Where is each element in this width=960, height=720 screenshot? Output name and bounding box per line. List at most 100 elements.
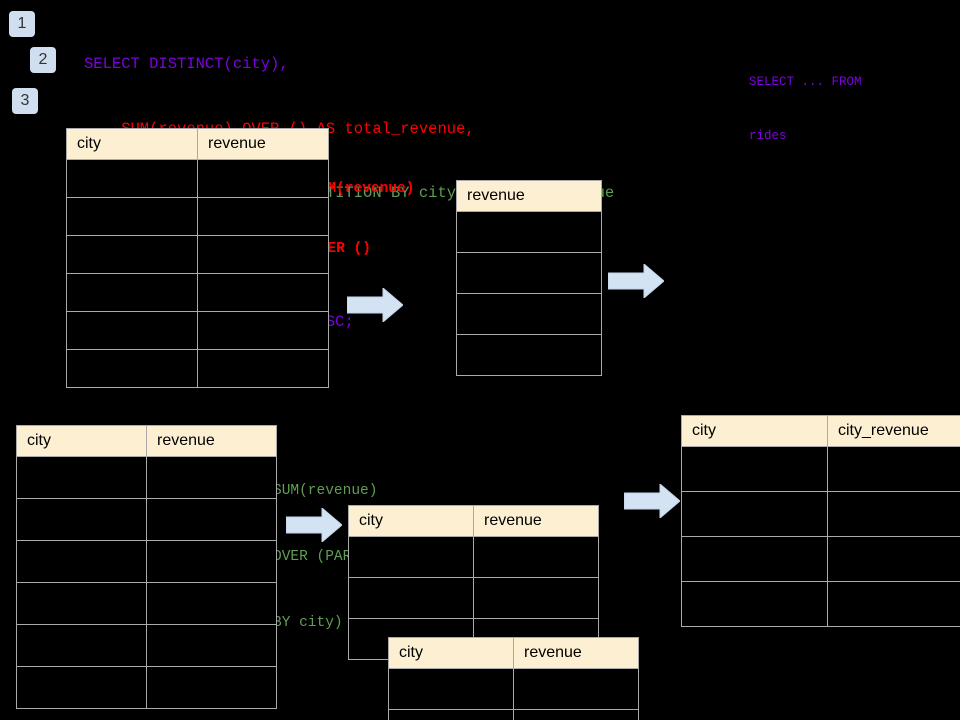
cell-city bbox=[66, 349, 198, 388]
arrow-total-revenue-to-result bbox=[608, 264, 664, 298]
table-row bbox=[681, 491, 960, 537]
cell-revenue bbox=[146, 456, 277, 499]
column-header-city: city bbox=[348, 505, 474, 537]
cell-revenue bbox=[146, 540, 277, 583]
cell-city bbox=[66, 235, 198, 274]
cell-city bbox=[16, 540, 147, 583]
table-row bbox=[388, 668, 639, 710]
arrow-right-icon bbox=[624, 484, 680, 518]
cell-revenue bbox=[456, 211, 602, 253]
column-header-city: city bbox=[388, 637, 514, 669]
annotation-sum-over-empty-line1: SUM(revenue) bbox=[310, 181, 415, 197]
column-header-revenue: revenue bbox=[146, 425, 277, 457]
cell-city bbox=[66, 159, 198, 198]
table-row bbox=[66, 273, 329, 312]
cell-revenue bbox=[197, 311, 329, 350]
cell-city bbox=[348, 577, 474, 619]
rides-source-table-bottom: city revenue bbox=[16, 425, 277, 709]
cell-city-revenue bbox=[827, 446, 960, 492]
table-header-row: city revenue bbox=[388, 637, 639, 669]
table-row bbox=[16, 666, 277, 709]
arrow-partition-to-result bbox=[624, 484, 680, 518]
cell-city bbox=[681, 536, 828, 582]
cell-revenue bbox=[197, 197, 329, 236]
cell-revenue bbox=[197, 235, 329, 274]
arrow-right-icon bbox=[347, 288, 403, 322]
table-row bbox=[66, 311, 329, 350]
table-row bbox=[66, 159, 329, 198]
partition-group-table-front: city revenue bbox=[388, 637, 639, 720]
table-row bbox=[66, 197, 329, 236]
annotation-select-from-rides-line1: SELECT ... FROM bbox=[749, 75, 862, 89]
column-header-revenue: revenue bbox=[473, 505, 599, 537]
cell-revenue bbox=[473, 577, 599, 619]
table-row bbox=[388, 709, 639, 720]
table-row bbox=[16, 540, 277, 583]
cell-revenue bbox=[146, 624, 277, 667]
table-row bbox=[348, 577, 599, 619]
arrow-right-icon bbox=[286, 508, 342, 542]
step-badge-3: 3 bbox=[12, 88, 38, 114]
step-badge-3-label: 3 bbox=[20, 92, 30, 109]
cell-revenue bbox=[197, 273, 329, 312]
cell-city bbox=[16, 624, 147, 667]
column-header-revenue: revenue bbox=[456, 180, 602, 212]
step-badge-2: 2 bbox=[30, 47, 56, 73]
arrow-rides-to-total-revenue bbox=[347, 288, 403, 322]
table-row bbox=[456, 334, 602, 376]
column-header-city: city bbox=[681, 415, 828, 447]
table-row bbox=[66, 349, 329, 388]
table-header-row: city revenue bbox=[66, 128, 329, 160]
cell-city bbox=[388, 709, 514, 720]
cell-city-revenue bbox=[827, 536, 960, 582]
table-header-row: city revenue bbox=[16, 425, 277, 457]
table-row bbox=[456, 293, 602, 335]
cell-revenue bbox=[456, 293, 602, 335]
table-header-row: city revenue bbox=[348, 505, 599, 537]
table-row bbox=[456, 211, 602, 253]
column-header-city-revenue: city_revenue bbox=[827, 415, 960, 447]
sql-line-select: SELECT DISTINCT(city), bbox=[84, 55, 289, 73]
step-badge-1-label: 1 bbox=[17, 15, 27, 32]
arrow-rides-to-partition bbox=[286, 508, 342, 542]
rides-source-table-top: city revenue bbox=[66, 128, 329, 388]
cell-city-revenue bbox=[827, 491, 960, 537]
cell-city bbox=[66, 197, 198, 236]
table-row bbox=[16, 624, 277, 667]
cell-revenue bbox=[513, 668, 639, 710]
annotation-sum-over-partition: SUM(revenue) OVER (PARTITION BY city) bbox=[273, 436, 404, 678]
cell-city bbox=[681, 491, 828, 537]
table-row bbox=[348, 536, 599, 578]
annotation-sum-over-partition-line1: SUM(revenue) bbox=[273, 483, 378, 499]
cell-revenue bbox=[146, 498, 277, 541]
column-header-city: city bbox=[16, 425, 147, 457]
cell-city bbox=[16, 498, 147, 541]
table-row bbox=[456, 252, 602, 294]
cell-city bbox=[16, 456, 147, 499]
table-header-row: city city_revenue bbox=[681, 415, 960, 447]
cell-city bbox=[66, 273, 198, 312]
column-header-city: city bbox=[66, 128, 198, 160]
table-row bbox=[16, 456, 277, 499]
table-row bbox=[681, 581, 960, 627]
cell-revenue bbox=[473, 536, 599, 578]
table-row bbox=[16, 498, 277, 541]
cell-revenue bbox=[197, 159, 329, 198]
annotation-select-from-rides-line2: rides bbox=[749, 129, 787, 143]
table-header-row: revenue bbox=[456, 180, 602, 212]
cell-city bbox=[348, 536, 474, 578]
cell-city bbox=[16, 582, 147, 625]
cell-city bbox=[681, 446, 828, 492]
table-row bbox=[66, 235, 329, 274]
arrow-right-icon bbox=[608, 264, 664, 298]
cell-revenue bbox=[197, 349, 329, 388]
column-header-revenue: revenue bbox=[197, 128, 329, 160]
cell-city-revenue bbox=[827, 581, 960, 627]
annotation-sum-over-partition-line3: BY city) bbox=[273, 615, 343, 631]
total-revenue-table: revenue bbox=[456, 180, 602, 376]
cell-revenue bbox=[146, 582, 277, 625]
table-row bbox=[681, 446, 960, 492]
table-row bbox=[681, 536, 960, 582]
table-row bbox=[16, 582, 277, 625]
